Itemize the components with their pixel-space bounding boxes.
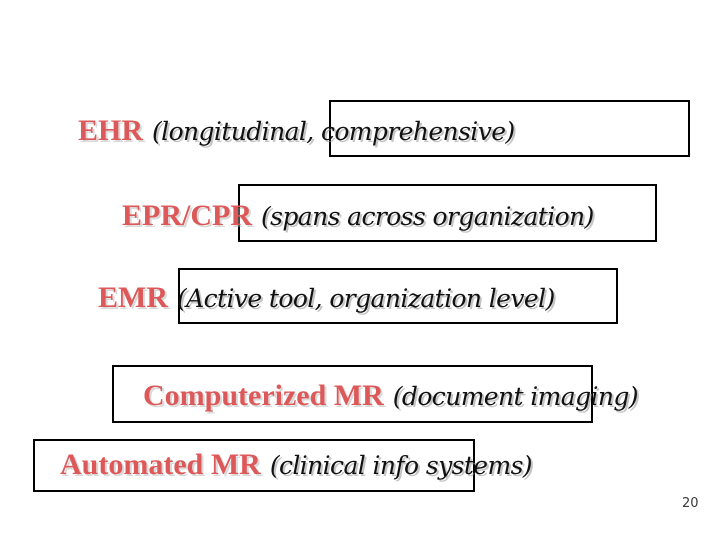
emr-box	[178, 268, 618, 324]
ehr-row: EHR (longitudinal, comprehensive)	[78, 116, 515, 146]
epr-cpr-row: EPR/CPR (spans across organization)	[122, 201, 594, 231]
emr-row: EMR (Active tool, organization level)	[98, 283, 555, 313]
emr-acronym: EMR	[98, 281, 168, 314]
computerized-mr-row: Computerized MR (document imaging)	[143, 379, 639, 412]
page-number: 20	[682, 496, 699, 511]
automated-mr-acronym: Automated MR	[60, 448, 261, 481]
automated-mr-box	[33, 439, 475, 492]
epr-cpr-acronym: EPR/CPR	[122, 199, 252, 232]
computerized-mr-acronym: Computerized MR	[143, 379, 384, 412]
epr-cpr-description: (spans across organization)	[261, 202, 594, 231]
automated-mr-row: Automated MR (clinical info systems)	[60, 448, 533, 481]
ehr-box	[329, 100, 690, 157]
ehr-description: (longitudinal, comprehensive)	[152, 117, 515, 146]
ehr-acronym: EHR	[78, 114, 144, 147]
automated-mr-description: (clinical info systems)	[269, 451, 533, 480]
computerized-mr-description: (document imaging)	[392, 382, 639, 411]
computerized-mr-box	[112, 365, 593, 423]
emr-description: (Active tool, organization level)	[177, 284, 555, 313]
epr-cpr-box	[238, 184, 657, 242]
